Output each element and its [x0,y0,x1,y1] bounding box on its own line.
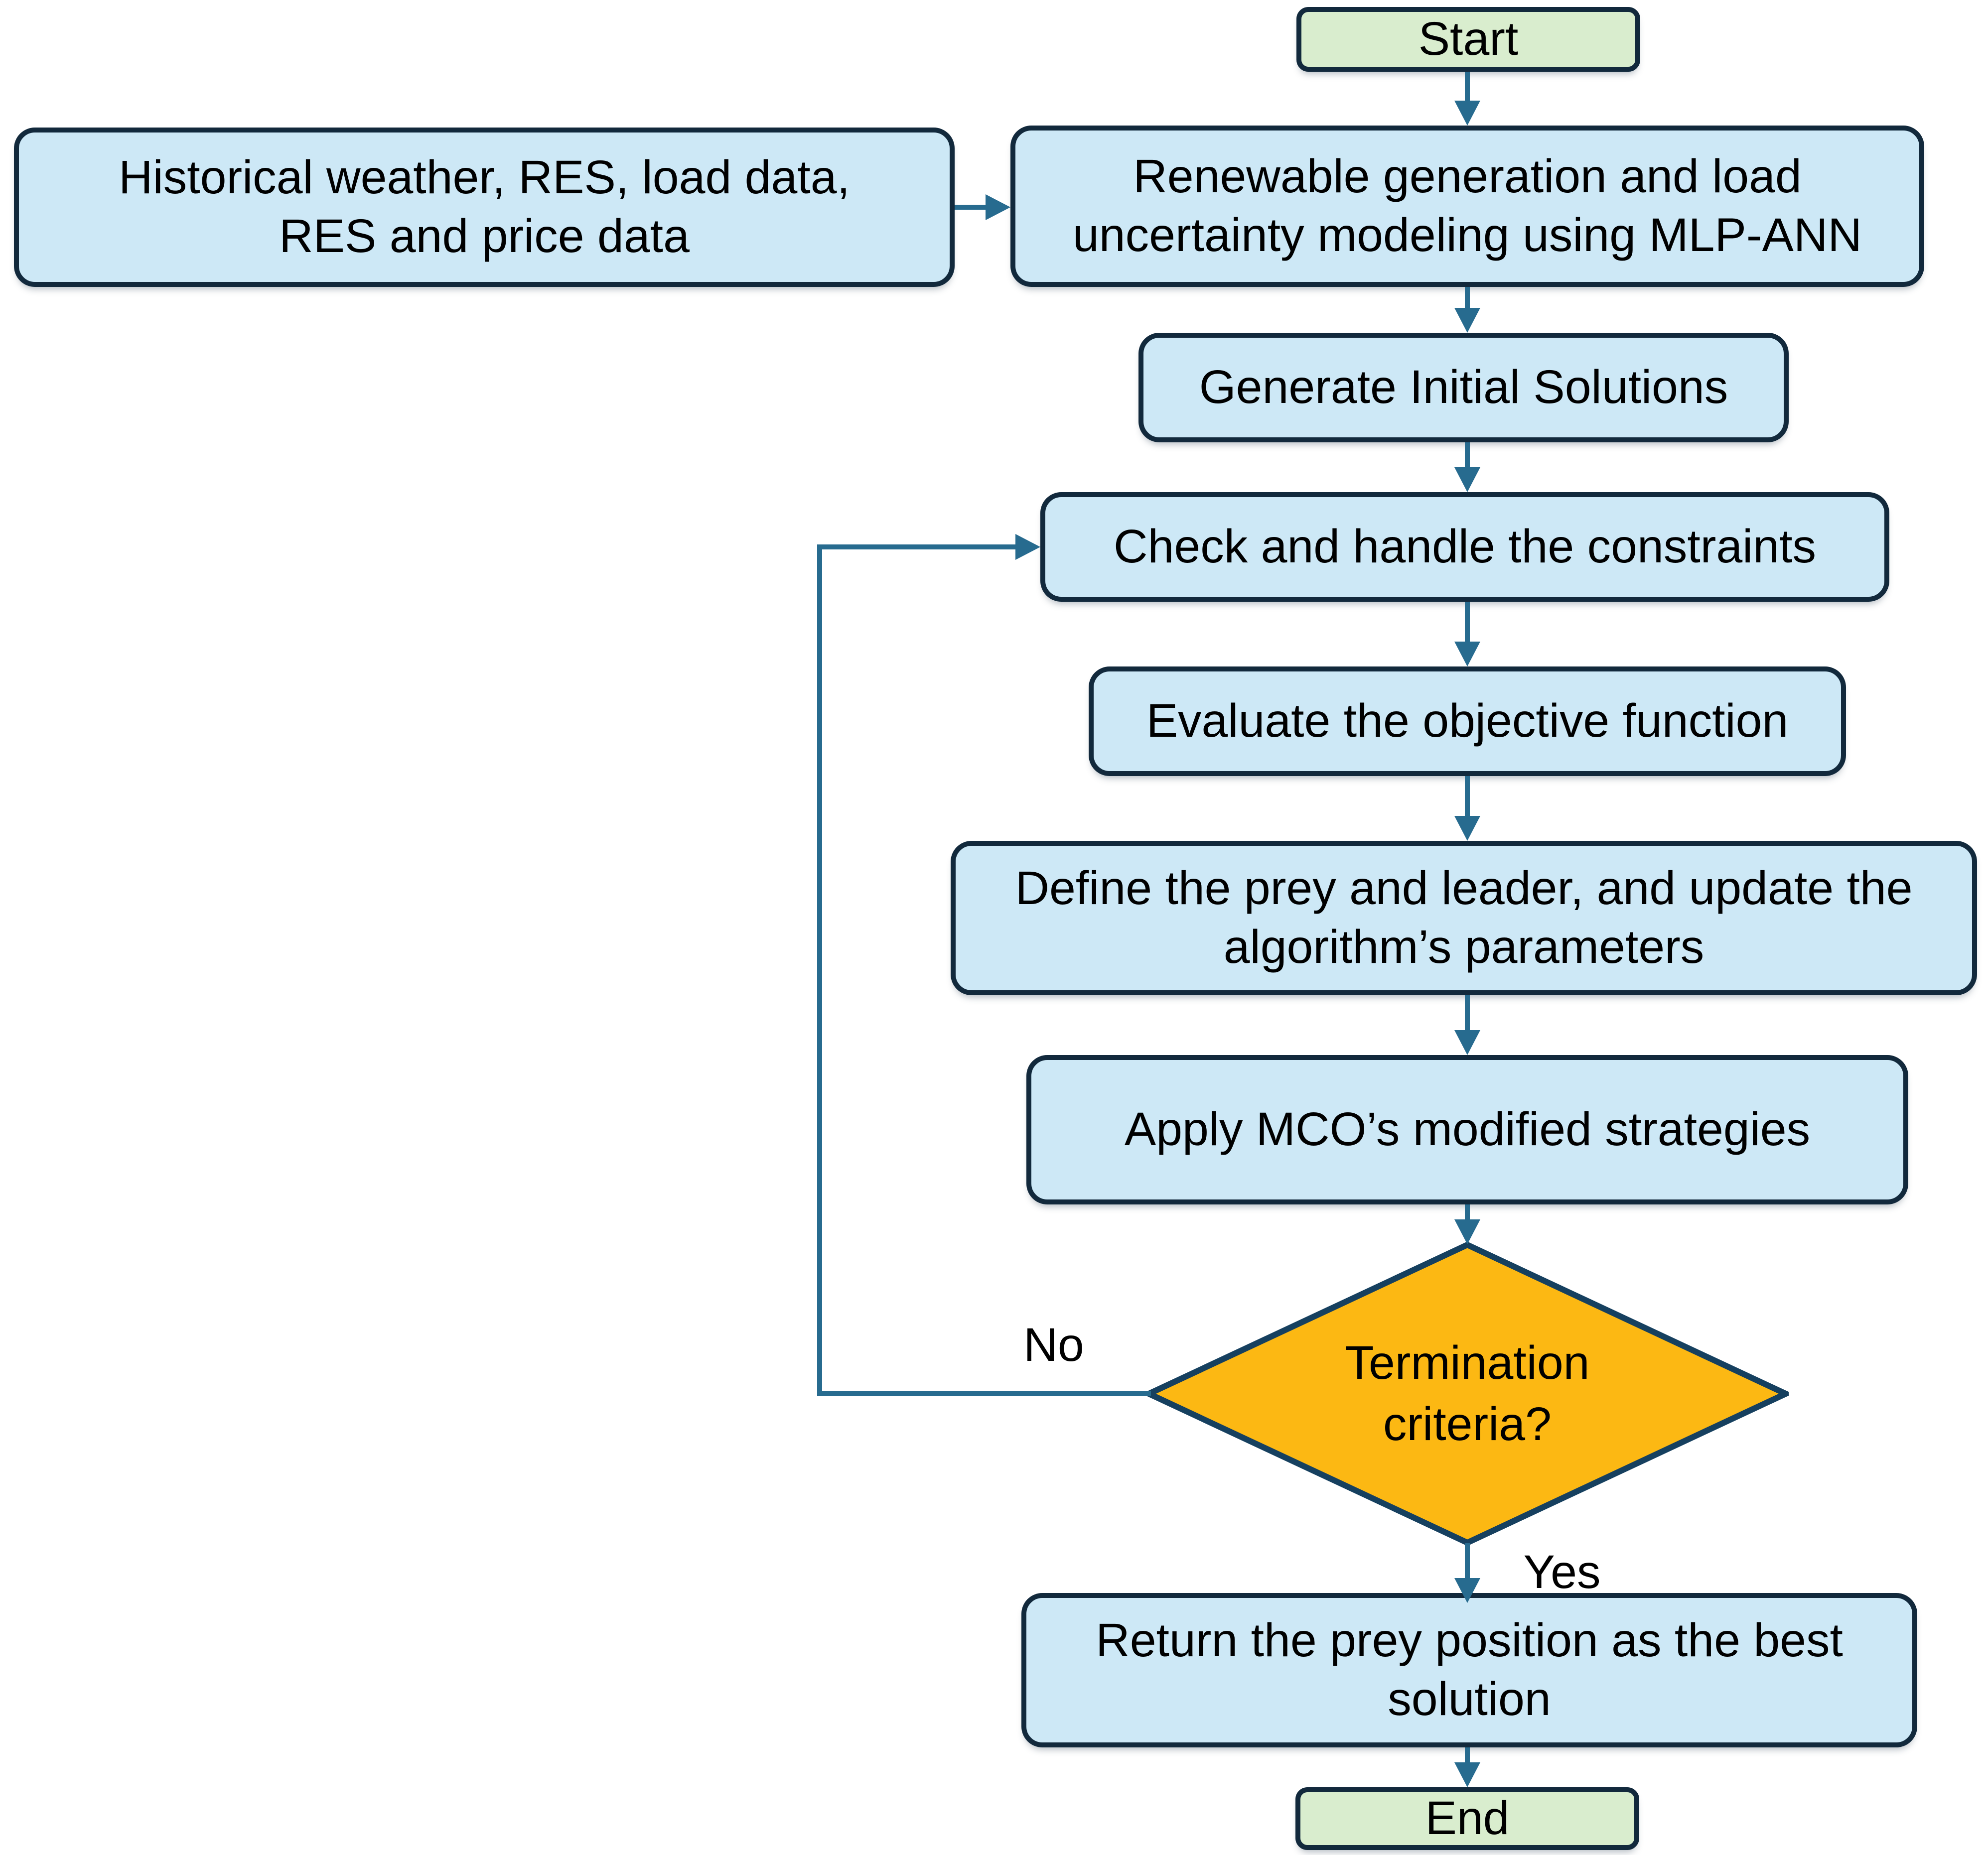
arrow-apply-to-termination [1465,1204,1470,1222]
node-historical-data-label: Historical weather, RES, load data, RES … [119,151,850,263]
arrowhead-down-icon [1454,1578,1480,1603]
arrow-generate-to-check [1465,442,1470,470]
arrow-termination-yes-to-return [1465,1543,1470,1581]
node-generate-initial-solutions: Generate Initial Solutions [1138,333,1789,442]
node-return-best-solution-label: Return the prey position as the best sol… [1096,1614,1843,1725]
node-historical-data: Historical weather, RES, load data, RES … [14,128,955,287]
edge-label-no: No [1023,1318,1084,1371]
arrow-define-to-apply [1465,995,1470,1033]
node-return-best-solution: Return the prey position as the best sol… [1021,1593,1917,1747]
arrow-return-to-end [1465,1747,1470,1765]
arrow-start-to-modeling [1465,72,1470,104]
arrowhead-down-icon [1454,1219,1480,1244]
loop-no-line-top [817,544,1015,549]
edge-label-yes: Yes [1523,1545,1601,1598]
arrow-evaluate-to-define [1465,776,1470,819]
arrowhead-right-icon [1015,534,1040,560]
node-evaluate-objective: Evaluate the objective function [1089,666,1846,776]
node-end: End [1295,1787,1639,1850]
arrowhead-down-icon [1454,467,1480,492]
node-check-constraints-label: Check and handle the constraints [1113,520,1817,573]
node-apply-mco-strategies: Apply MCO’s modified strategies [1026,1055,1908,1204]
node-generate-initial-solutions-label: Generate Initial Solutions [1199,361,1728,414]
loop-no-line-vertical [817,544,822,1396]
node-termination-decision-label: Termination criteria? [1345,1336,1590,1451]
arrow-modeling-to-generate [1465,287,1470,311]
arrow-check-to-evaluate [1465,602,1470,645]
loop-no-line-bottom [817,1391,1151,1396]
arrowhead-down-icon [1454,101,1480,126]
node-uncertainty-modeling: Renewable generation and load uncertaint… [1010,126,1924,287]
node-start-label: Start [1418,12,1519,66]
arrowhead-down-icon [1454,308,1480,333]
arrow-data-to-modeling [955,205,989,210]
arrowhead-down-icon [1454,1030,1480,1055]
arrowhead-down-icon [1454,1762,1480,1787]
node-end-label: End [1425,1792,1510,1845]
node-start: Start [1296,7,1640,72]
node-evaluate-objective-label: Evaluate the objective function [1146,694,1789,748]
node-check-constraints: Check and handle the constraints [1040,492,1889,602]
node-uncertainty-modeling-label: Renewable generation and load uncertaint… [1072,150,1862,262]
node-define-prey-leader: Define the prey and leader, and update t… [951,841,1977,995]
node-define-prey-leader-label: Define the prey and leader, and update t… [1015,862,1913,973]
arrowhead-right-icon [986,194,1010,220]
arrowhead-down-icon [1454,816,1480,841]
arrowhead-down-icon [1454,642,1480,666]
decision-diamond-icon [1146,1242,1789,1546]
node-apply-mco-strategies-label: Apply MCO’s modified strategies [1124,1103,1811,1156]
